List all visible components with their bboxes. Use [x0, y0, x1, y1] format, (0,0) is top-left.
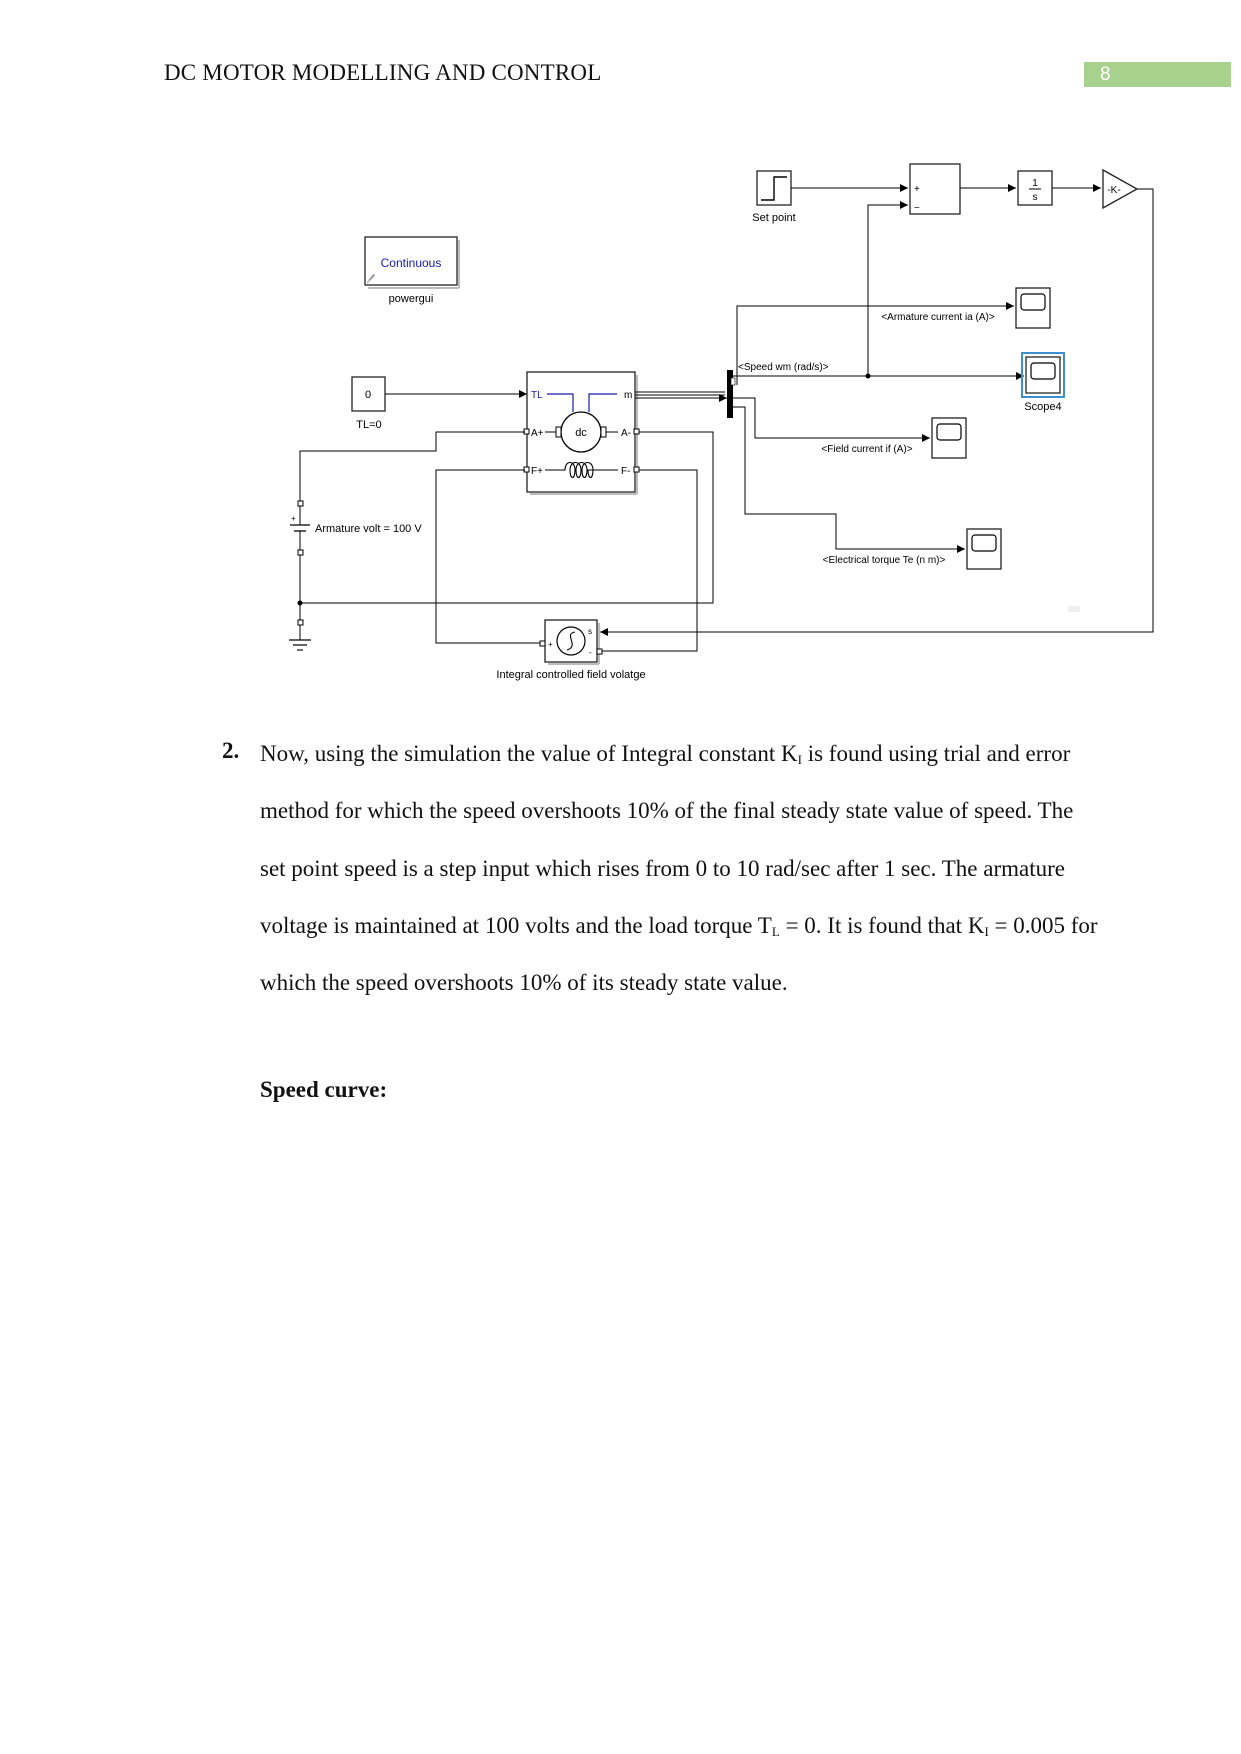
scope-icon	[936, 423, 962, 441]
scope-icon	[1020, 293, 1046, 311]
powergui-label: powergui	[389, 293, 434, 305]
signal-armature-current: <Armature current ia (A)>	[881, 312, 995, 323]
simulink-diagram: Continuous powergui Set point + − 1 s -K…	[289, 163, 1154, 681]
sum-block[interactable]: + −	[909, 163, 961, 215]
scope4-label: Scope4	[1024, 401, 1061, 413]
cvs-minus: -	[589, 648, 592, 657]
speed-curve-heading: Speed curve:	[260, 1077, 388, 1102]
step-icon	[761, 176, 787, 201]
field-coil-icon	[545, 461, 618, 479]
armature-battery[interactable]: +	[290, 500, 310, 556]
ground-icon	[289, 625, 311, 651]
scope-icon	[971, 534, 997, 552]
signal-speed: <Speed wm (rad/s)>	[738, 362, 829, 373]
powergui-block-text: Continuous	[381, 256, 442, 270]
sum-plus: +	[914, 184, 920, 195]
integrator-num: 1	[1032, 178, 1038, 189]
running-head: DC MOTOR MODELLING AND CONTROL	[164, 60, 602, 85]
tl-constant-block[interactable]: 0	[351, 376, 386, 412]
signal-field-current: <Field current if (A)>	[821, 444, 912, 455]
set-point-label: Set point	[752, 212, 795, 224]
body-paragraph: Now, using the simulation the value of I…	[260, 741, 1098, 996]
dc-machine-block[interactable]: TL m A+ A- F+ F- dc	[526, 371, 638, 495]
signal-electrical-torque: <Electrical torque Te (n m)>	[823, 555, 946, 566]
cvs-s: s	[588, 627, 592, 636]
battery-label: Armature volt = 100 V	[315, 523, 422, 535]
tl-constant-value: 0	[365, 389, 371, 401]
list-item-number: 2.	[222, 738, 240, 763]
set-point-step-block[interactable]	[756, 170, 792, 206]
dc-port-tl: TL	[531, 390, 543, 401]
controlled-voltage-source[interactable]: + - s	[544, 619, 600, 665]
scope-field-current[interactable]	[931, 417, 967, 459]
powergui-block[interactable]: Continuous	[364, 236, 460, 289]
battery-plus: +	[291, 514, 296, 523]
sum-minus: −	[914, 203, 920, 214]
scope4[interactable]	[1021, 352, 1065, 398]
scope-electrical-torque[interactable]	[966, 528, 1002, 570]
integrator-den: s	[1033, 192, 1038, 203]
cvs-plus: +	[548, 640, 553, 649]
dc-port-m: m	[624, 390, 632, 401]
dc-port-fplus: F+	[531, 466, 543, 477]
cvs-label: Integral controlled field volatge	[496, 669, 645, 681]
scope-armature-current[interactable]	[1015, 287, 1051, 329]
voltage-source-icon	[556, 626, 586, 656]
gain-text: -K-	[1107, 185, 1120, 196]
dc-port-aminus: A-	[621, 428, 631, 439]
dc-port-aplus: A+	[531, 428, 544, 439]
dc-port-fminus: F-	[621, 466, 630, 477]
dc-center-text: dc	[575, 427, 587, 439]
gain-block[interactable]: -K-	[1102, 168, 1139, 210]
page-number: 8	[1084, 62, 1231, 87]
wrench-icon	[366, 273, 376, 284]
integrator-block[interactable]: 1 s	[1017, 170, 1053, 206]
dim-marker	[1068, 606, 1080, 612]
scope-icon	[1030, 362, 1056, 380]
tl-constant-label: TL=0	[356, 419, 381, 431]
bus-selector[interactable]	[727, 370, 733, 418]
